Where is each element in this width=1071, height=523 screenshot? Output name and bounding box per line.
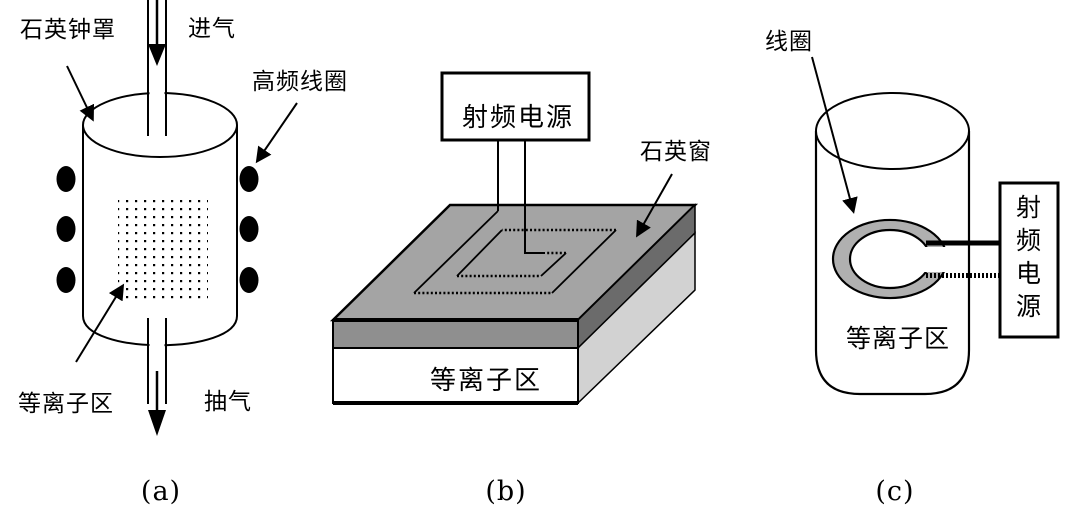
rf-source-char: 频 [1016, 226, 1042, 255]
rf-feed-wire-right [524, 140, 545, 254]
planar-spiral-coil-dotted [414, 228, 616, 295]
coil-turn-icon [239, 267, 259, 293]
spiral-segment [551, 229, 617, 294]
plasma-pointer-arrow-icon [75, 283, 125, 363]
label-rf-source-b: 射频电源 [462, 103, 574, 133]
rf-source-box-c [998, 181, 1060, 339]
coil-turn-icon [56, 166, 76, 192]
label-gas-inlet: 进气 [188, 16, 236, 42]
caption-b: (b) [485, 476, 526, 507]
label-plasma-region-b: 等离子区 [430, 366, 542, 396]
caption-c: (c) [875, 476, 914, 507]
label-bell-jar: 石英钟罩 [20, 17, 116, 43]
exhaust-tube-interior [149, 318, 165, 403]
bell-jar-pointer-arrow-icon [66, 65, 95, 122]
panel-b: 射频电源 石英窗 等离子区 (b) [329, 71, 712, 507]
panel-a: 石英钟罩 进气 高频线圈 等离子区 抽气 (a) [18, 0, 348, 507]
coil-ring-opening [914, 247, 956, 272]
label-exhaust: 抽气 [204, 389, 252, 415]
label-quartz-window: 石英窗 [640, 139, 712, 165]
coil-turn-icon [239, 216, 259, 242]
quartz-window-front-face [332, 319, 579, 349]
chamber-top-ellipse [815, 92, 970, 170]
spiral-segment [413, 210, 499, 294]
planar-spiral-coil [413, 210, 617, 294]
rf-source-char: 电 [1016, 259, 1042, 288]
coil-pointer-arrow-icon [811, 56, 858, 214]
panel-c: 射 频 电 源 线圈 等离子区 (c) [765, 29, 1060, 507]
caption-a: (a) [141, 476, 181, 507]
rf-source-char: 源 [1016, 292, 1042, 321]
rf-source-box-b [440, 71, 591, 142]
rf-source-char: 射 [1016, 193, 1042, 222]
coil-turn-icon [56, 216, 76, 242]
rf-coil-pointer-arrow-icon [255, 102, 298, 164]
spiral-segment [456, 229, 503, 277]
inlet-tube-interior [149, 0, 165, 134]
label-plasma-region-c: 等离子区 [846, 324, 950, 353]
quartz-window-pointer-arrow-icon [636, 173, 673, 238]
label-coil: 线圈 [765, 29, 813, 55]
label-rf-coil: 高频线圈 [252, 69, 348, 95]
spiral-segment [540, 252, 567, 277]
gas-inlet-arrow-icon [148, 44, 166, 66]
rf-coil-turns [56, 166, 259, 293]
label-plasma-region-a: 等离子区 [18, 391, 114, 417]
plasma-dots-region [118, 200, 208, 303]
label-rf-source-c: 射 频 电 源 [1016, 193, 1042, 321]
exhaust-arrow-icon [148, 410, 166, 436]
coil-turn-icon [56, 267, 76, 293]
coil-turn-icon [239, 166, 259, 192]
